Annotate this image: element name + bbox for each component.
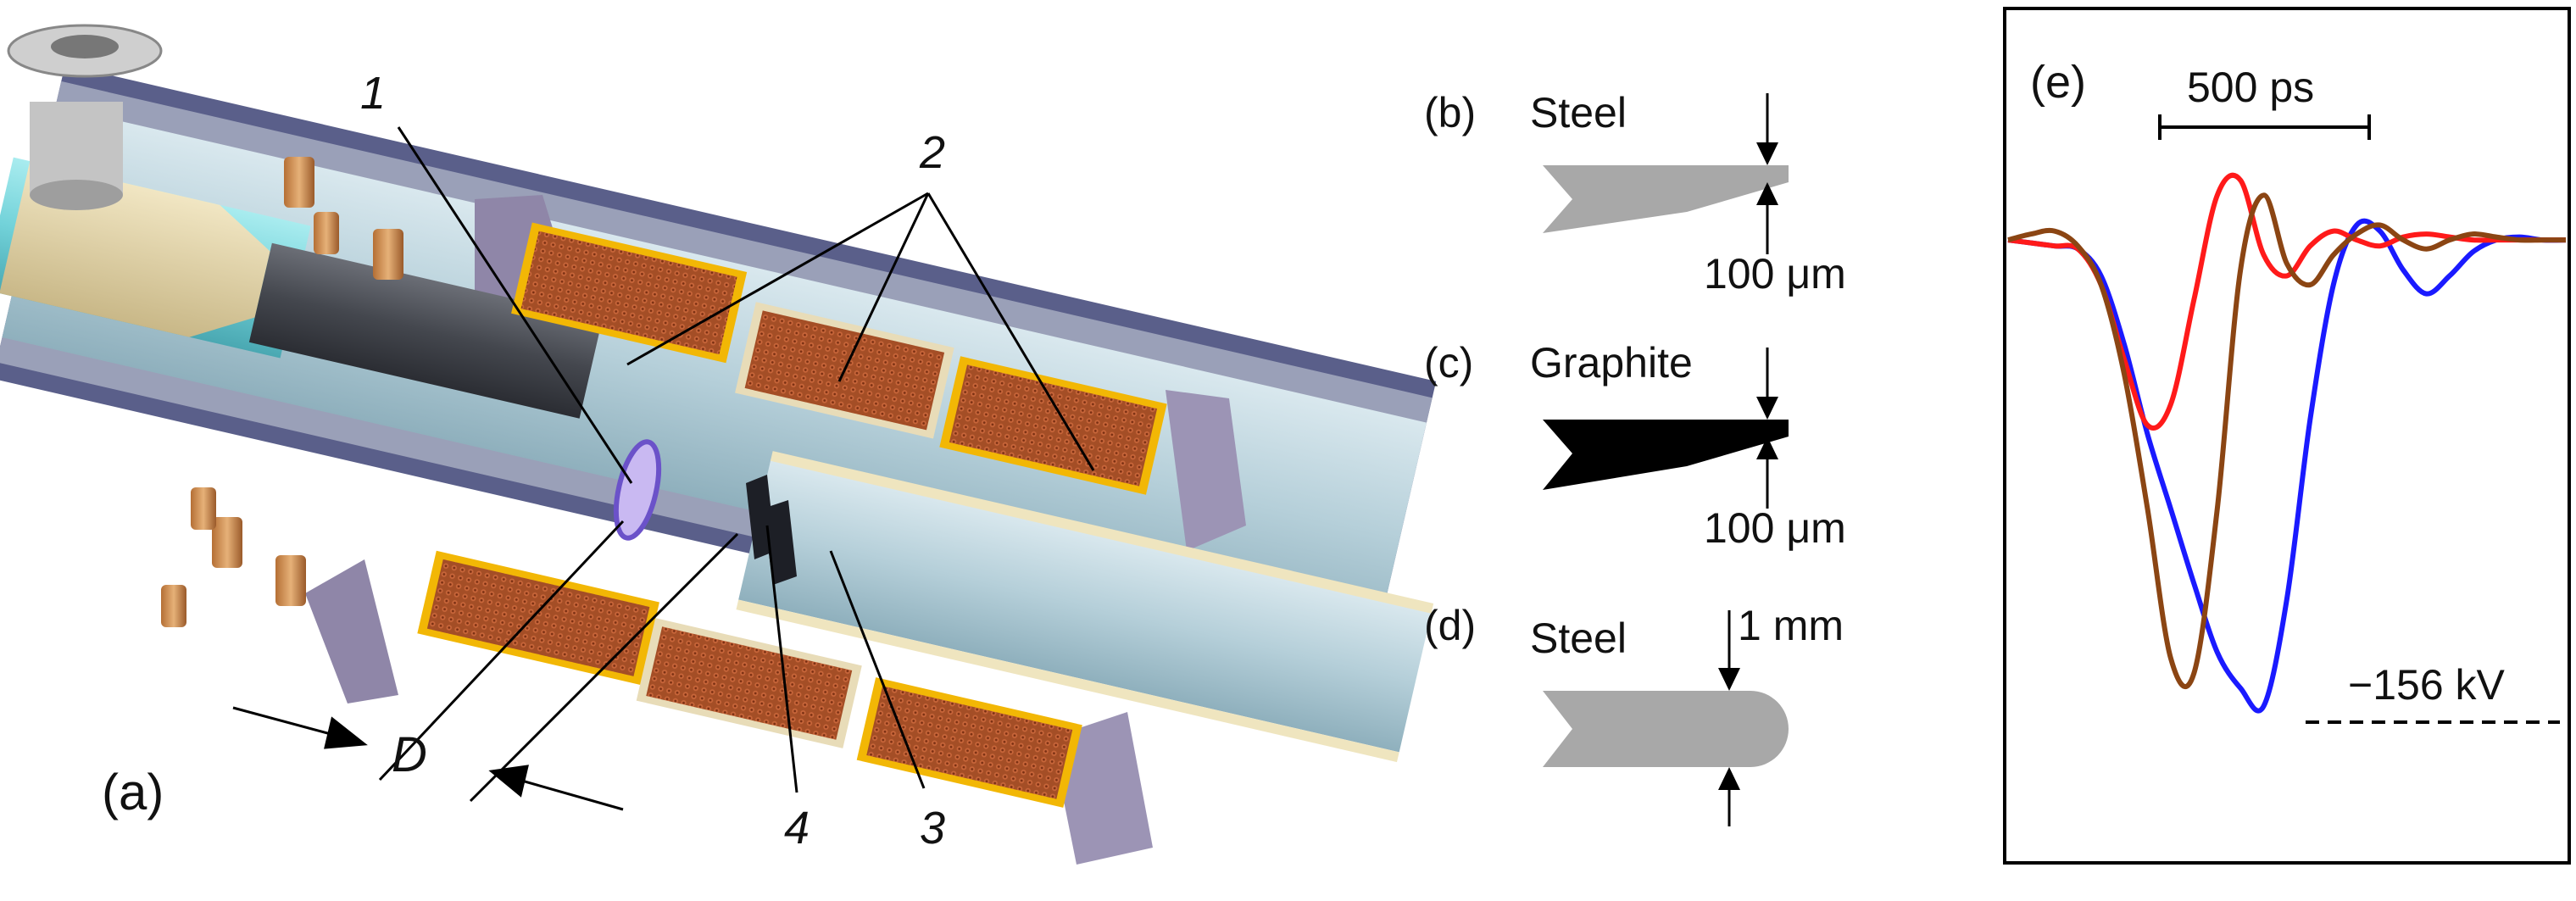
- scale-bar-label: 500 ps: [2187, 64, 2314, 111]
- panel-a-label: (a): [102, 764, 164, 820]
- panel-d-label: (d): [1424, 602, 1476, 649]
- callout-1: 1: [360, 68, 386, 119]
- panel-b-steel-thin: (b) Steel 100 μm: [1424, 89, 1846, 298]
- panel-a-cutaway-drawing: 1 2 3 4 D (a): [0, 24, 1437, 865]
- panel-d-material: Steel: [1530, 615, 1627, 662]
- peak-label: −156 kV: [2348, 661, 2506, 709]
- callout-4: 4: [784, 803, 810, 854]
- panel-e-waveforms: (e) 500 ps −156 kV: [2003, 7, 2571, 865]
- panel-c-material: Graphite: [1530, 339, 1693, 387]
- graphite-thin-profile: [1543, 420, 1789, 490]
- panel-c-thickness: 100 μm: [1704, 504, 1846, 552]
- flange-right: [1051, 390, 1246, 865]
- panel-d-thickness: 1 mm: [1738, 602, 1844, 649]
- panel-e-label: (e): [2030, 57, 2086, 108]
- leader-lines: [378, 126, 1095, 803]
- sample-holder: [746, 475, 797, 585]
- panel-c-graphite-thin: (c) Graphite 100 μm: [1424, 339, 1846, 552]
- panel-c-label: (c): [1424, 339, 1473, 387]
- coil-bottom-2: [636, 618, 862, 748]
- coil-bottom-3: [856, 677, 1082, 808]
- coil-top-3: [939, 356, 1167, 495]
- coil-bottom-1: [417, 550, 659, 685]
- panel-b-thickness: 100 μm: [1704, 250, 1846, 298]
- steel-rounded-profile: [1543, 691, 1789, 767]
- ring-electrode: [613, 439, 662, 541]
- dimension-d-label: D: [392, 727, 427, 782]
- series-layer: [2007, 172, 2567, 714]
- chart-frame: [2003, 7, 2571, 865]
- coil-top-1: [511, 222, 748, 364]
- pipe-fitting: [7, 24, 163, 210]
- callout-2: 2: [919, 127, 945, 178]
- dimension-d-arrows: [232, 706, 624, 811]
- bolts: [161, 157, 403, 627]
- panel-d-steel-rounded: (d) Steel 1 mm: [1424, 602, 1844, 826]
- panel-b-label: (b): [1424, 89, 1476, 136]
- panel-b-material: Steel: [1530, 89, 1627, 136]
- callout-3: 3: [920, 803, 945, 854]
- waveform-series-3: [2007, 192, 2566, 690]
- steel-thin-profile: [1543, 165, 1789, 233]
- waveform-series-1: [2007, 218, 2567, 714]
- inner-tube: [736, 451, 1434, 763]
